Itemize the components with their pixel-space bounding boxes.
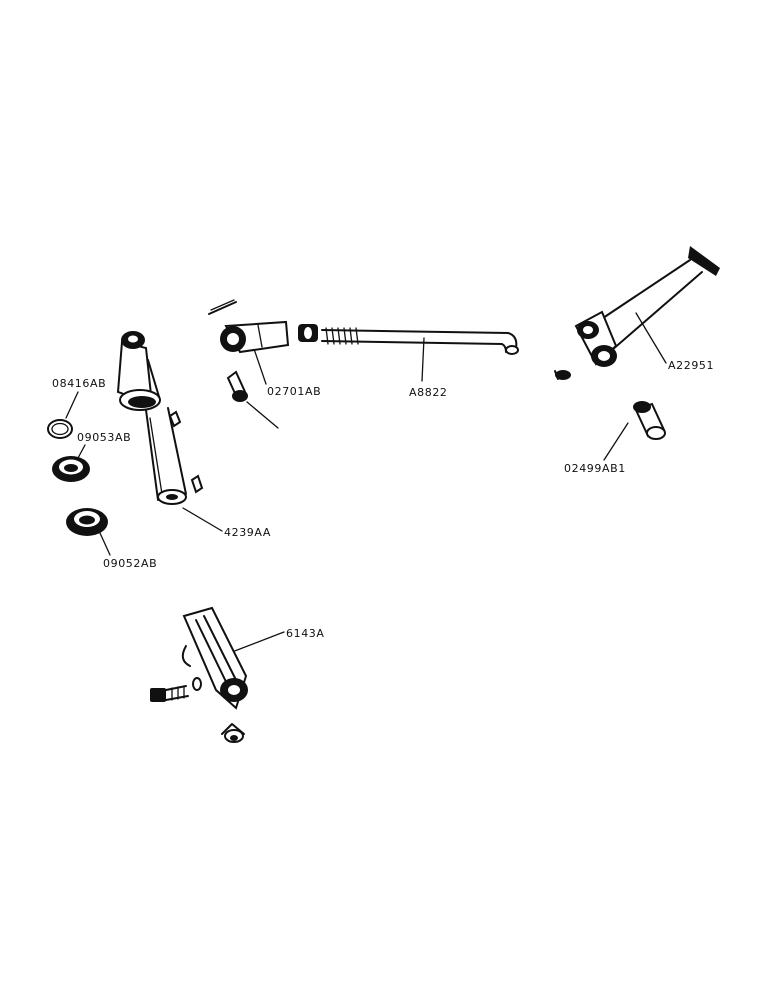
cotter-pin (208, 301, 237, 315)
key-lower (190, 474, 204, 494)
label-4239AA: 4239AA (224, 526, 271, 539)
bolt (150, 685, 189, 702)
rod-A8822 (321, 327, 519, 355)
leader-08416AB (65, 391, 79, 419)
label-09053AB: 09053AB (77, 431, 131, 444)
leader-A22951 (635, 312, 667, 364)
pedal-A22951 (574, 246, 720, 367)
leader-6143A (231, 631, 285, 653)
washer-08416AB (47, 419, 73, 439)
leader-09052AB (99, 532, 111, 556)
label-02701AB: 02701AB (267, 385, 321, 398)
clevis-02701AB (208, 299, 318, 354)
seal-09053AB (52, 456, 90, 482)
label-6143A: 6143A (286, 627, 325, 640)
pin-02499AB1 (633, 401, 666, 440)
label-A22951: A22951 (668, 359, 714, 372)
label-09052AB: 09052AB (103, 557, 157, 570)
key-upper (168, 410, 182, 428)
fork-6143A (181, 606, 248, 743)
leader-02701AB (252, 345, 267, 385)
clevis-pin (226, 370, 248, 402)
seal-09052AB (66, 508, 108, 536)
label-A8822: A8822 (409, 386, 448, 399)
leader-pin (246, 401, 279, 429)
leader-4239AA (182, 507, 223, 532)
leader-02499AB1 (603, 422, 629, 461)
grease-fitting (554, 370, 571, 380)
label-08416AB: 08416AB (52, 377, 106, 390)
leader-09053AB (77, 444, 86, 459)
label-02499AB1: 02499AB1 (564, 462, 626, 475)
leader-lines (65, 312, 667, 653)
shaft-4239AA (116, 331, 187, 505)
lock-washer (192, 677, 202, 691)
leader-A8822 (421, 337, 425, 382)
